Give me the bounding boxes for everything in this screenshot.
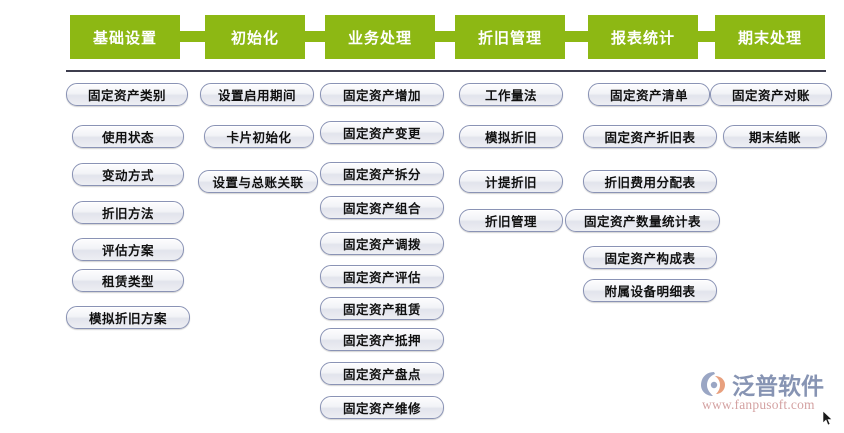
stage-box-3[interactable]: 业务处理 — [325, 15, 435, 59]
menu-chip-label: 固定资产评估 — [342, 271, 421, 285]
menu-chip-label: 固定资产构成表 — [604, 252, 696, 266]
menu-chip-label: 卡片初始化 — [226, 131, 292, 145]
stage-box-label: 折旧管理 — [477, 29, 542, 47]
brand-url-text: www.fanpusoft.com — [702, 397, 815, 412]
menu-chip-label: 固定资产折旧表 — [604, 131, 696, 145]
menu-chip[interactable]: 变动方式 — [72, 163, 184, 186]
menu-chip[interactable]: 设置启用期间 — [200, 83, 314, 106]
menu-chip-label: 工作量法 — [484, 89, 537, 103]
menu-chip-label: 附属设备明细表 — [604, 285, 696, 299]
menu-chip[interactable]: 使用状态 — [72, 125, 184, 148]
stage-box-label: 报表统计 — [610, 29, 675, 47]
menu-chip-label: 折旧方法 — [101, 207, 154, 221]
menu-chip[interactable]: 评估方案 — [72, 238, 184, 261]
menu-chip-label: 固定资产数量统计表 — [583, 215, 701, 229]
menu-chip[interactable]: 折旧管理 — [459, 209, 563, 232]
header-divider-rule — [66, 70, 826, 72]
menu-chip[interactable]: 固定资产清单 — [588, 83, 710, 106]
menu-chip[interactable]: 附属设备明细表 — [583, 279, 717, 302]
menu-chip[interactable]: 期末结账 — [723, 125, 827, 148]
menu-chip[interactable]: 固定资产变更 — [320, 121, 444, 144]
stage-connector-5 — [698, 31, 715, 42]
menu-chip-label: 期末结账 — [748, 131, 801, 145]
menu-chip-label: 租赁类型 — [101, 275, 154, 289]
menu-chip-label: 固定资产拆分 — [342, 168, 421, 182]
brand-name-text: 泛普软件 — [732, 374, 824, 400]
menu-chip-label: 折旧管理 — [484, 215, 537, 229]
menu-chip[interactable]: 模拟折旧方案 — [66, 306, 190, 329]
stage-box-4[interactable]: 折旧管理 — [455, 15, 565, 59]
menu-chip-label: 固定资产清单 — [609, 89, 688, 103]
menu-chip-label: 设置与总账关联 — [212, 176, 304, 190]
stage-box-label: 业务处理 — [347, 29, 412, 47]
menu-chip-label: 固定资产对账 — [731, 89, 810, 103]
menu-chip[interactable]: 固定资产类别 — [66, 83, 188, 106]
menu-chip[interactable]: 折旧方法 — [72, 201, 184, 224]
menu-chip-label: 固定资产调拨 — [342, 238, 421, 252]
stage-box-1[interactable]: 基础设置 — [70, 15, 180, 59]
menu-chip[interactable]: 折旧费用分配表 — [583, 170, 717, 193]
menu-chip[interactable]: 固定资产租赁 — [320, 297, 444, 320]
menu-chip-label: 固定资产抵押 — [342, 334, 421, 348]
menu-chip-label: 折旧费用分配表 — [604, 176, 696, 190]
menu-chip[interactable]: 固定资产增加 — [320, 83, 444, 106]
stage-box-label: 初始化 — [230, 29, 279, 47]
brand-logo: 泛普软件 www.fanpusoft.com — [700, 368, 840, 426]
menu-chip[interactable]: 固定资产盘点 — [320, 362, 444, 385]
menu-chip[interactable]: 固定资产拆分 — [320, 162, 444, 185]
menu-chip-label: 变动方式 — [101, 169, 154, 183]
stage-connector-3 — [435, 31, 455, 42]
menu-chip-label: 计提折旧 — [484, 176, 537, 190]
stage-connector-1 — [180, 31, 205, 42]
menu-chip-label: 模拟折旧 — [484, 131, 537, 145]
menu-chip-label: 固定资产组合 — [342, 202, 421, 216]
stage-box-label: 基础设置 — [92, 29, 157, 47]
stage-box-6[interactable]: 期末处理 — [715, 15, 825, 59]
menu-chip[interactable]: 固定资产组合 — [320, 196, 444, 219]
menu-chip[interactable]: 固定资产维修 — [320, 396, 444, 419]
menu-chip[interactable]: 卡片初始化 — [204, 125, 314, 148]
menu-chip[interactable]: 固定资产折旧表 — [583, 125, 717, 148]
menu-chip-label: 固定资产变更 — [342, 127, 421, 141]
menu-chip-label: 固定资产租赁 — [342, 303, 421, 317]
menu-chip[interactable]: 计提折旧 — [459, 170, 563, 193]
menu-chip[interactable]: 工作量法 — [459, 83, 563, 106]
fanpu-logo-icon — [701, 372, 725, 396]
stage-box-2[interactable]: 初始化 — [205, 15, 305, 59]
stage-connector-2 — [305, 31, 325, 42]
menu-chip[interactable]: 设置与总账关联 — [198, 170, 318, 193]
menu-chip-label: 固定资产类别 — [87, 89, 166, 103]
menu-chip[interactable]: 固定资产调拨 — [320, 232, 444, 255]
menu-chip[interactable]: 固定资产构成表 — [583, 246, 717, 269]
stage-box-label: 期末处理 — [737, 29, 802, 47]
menu-chip-label: 使用状态 — [101, 131, 154, 145]
menu-chip[interactable]: 固定资产对账 — [710, 83, 832, 106]
stage-connector-4 — [565, 31, 588, 42]
mouse-cursor-icon — [822, 410, 833, 426]
menu-chip[interactable]: 固定资产数量统计表 — [565, 209, 720, 232]
menu-chip[interactable]: 模拟折旧 — [459, 125, 563, 148]
menu-chip[interactable]: 固定资产评估 — [320, 265, 444, 288]
menu-chip-label: 模拟折旧方案 — [88, 312, 167, 326]
menu-chip-label: 评估方案 — [101, 244, 154, 258]
menu-chip-label: 设置启用期间 — [217, 89, 296, 103]
menu-chip-label: 固定资产盘点 — [342, 368, 421, 382]
menu-chip-label: 固定资产增加 — [342, 89, 421, 103]
stage-box-5[interactable]: 报表统计 — [588, 15, 698, 59]
brand-logo-row: 泛普软件 — [700, 368, 840, 400]
process-stage-bar: 基础设置 初始化 业务处理 折旧管理 报表统计 期末处理 — [0, 0, 844, 68]
menu-chip[interactable]: 固定资产抵押 — [320, 328, 444, 351]
menu-chip-label: 固定资产维修 — [342, 402, 421, 416]
menu-chip[interactable]: 租赁类型 — [72, 269, 184, 292]
